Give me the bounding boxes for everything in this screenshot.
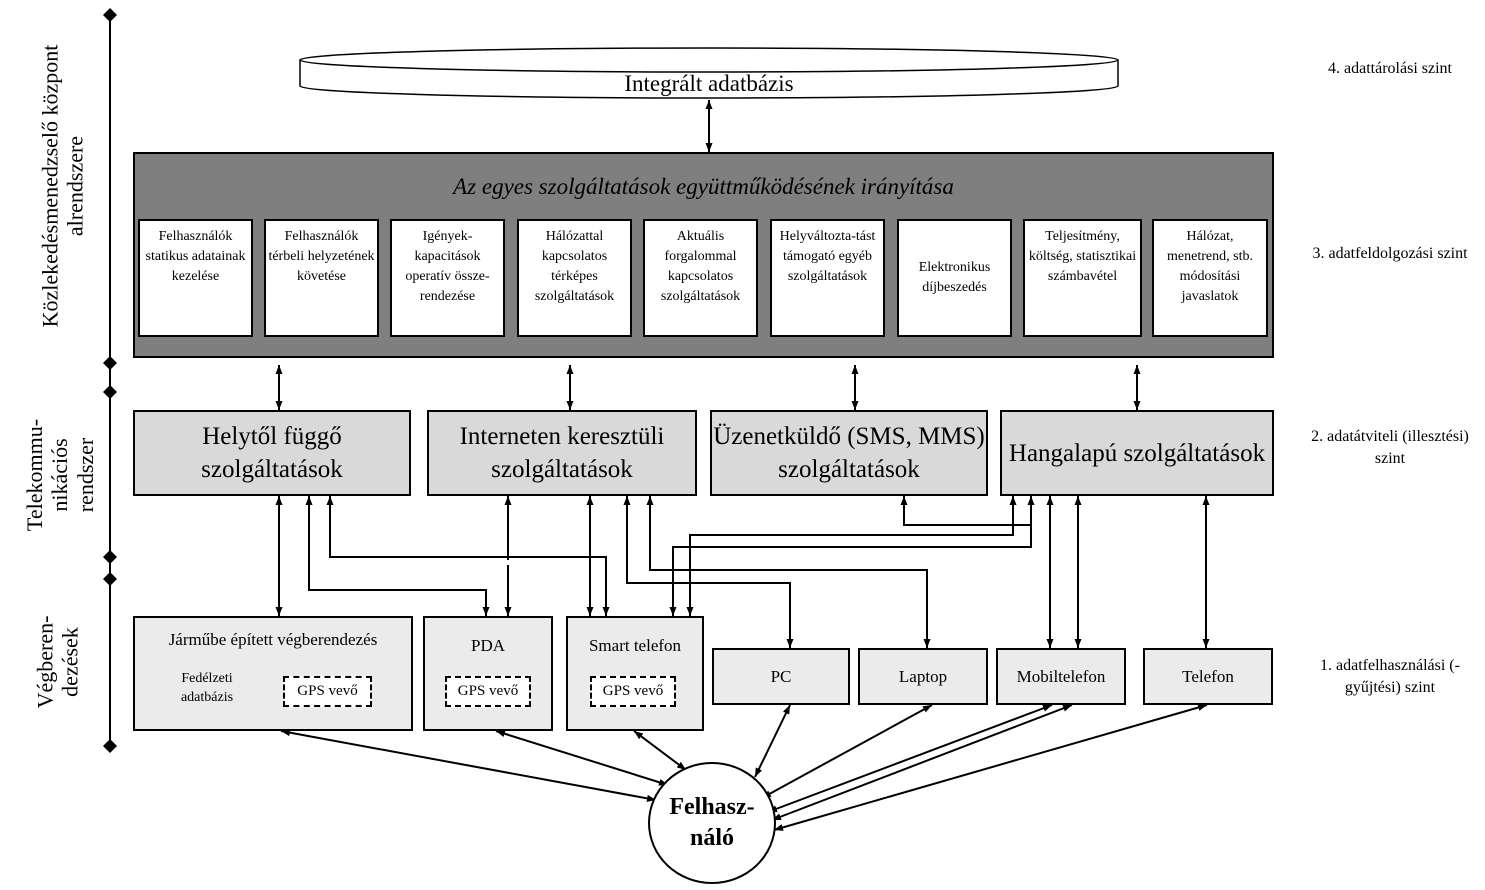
scale-diamond bbox=[103, 572, 117, 586]
control-center-title: Az egyes szolgáltatások együttműködéséne… bbox=[453, 174, 954, 199]
scale-diamond bbox=[103, 385, 117, 399]
laptop-box: Laptop bbox=[858, 648, 988, 705]
level-4-label: 4. adattárolási szint bbox=[1328, 60, 1452, 77]
service-box: Elektronikus díjbeszedés bbox=[897, 219, 1012, 337]
service-box: Felhasználók térbeli helyzetének követés… bbox=[264, 219, 379, 337]
voice-services-box: Hangalapú szolgáltatások bbox=[1000, 410, 1274, 496]
gps-receiver-vehicle: GPS vevő bbox=[283, 676, 372, 707]
service-box: Felhasználók statikus adatainak kezelése bbox=[138, 219, 253, 337]
gps-receiver-pda: GPS vevő bbox=[445, 676, 531, 707]
user-link-arrow bbox=[495, 730, 669, 786]
service-box: Teljesítmény, költség, statisztikai szám… bbox=[1023, 219, 1142, 337]
onboard-database-label: Fedélzeti adatbázis bbox=[180, 671, 234, 705]
link-arrow bbox=[669, 496, 1035, 616]
center-subsystem-label: Közlekedésmenedzselő központ alrendszere bbox=[37, 44, 88, 328]
scale-diamond bbox=[103, 550, 117, 564]
internet-services-box: Interneten keresztüli szolgáltatások bbox=[427, 410, 697, 496]
pda-box: PDA bbox=[423, 616, 553, 731]
smartphone-label: Smart telefon bbox=[588, 636, 682, 655]
database-label: Integrált adatbázis bbox=[624, 71, 794, 96]
telephone-box: Telefon bbox=[1143, 648, 1273, 705]
level-1-label: 1. adatfelhasználási (-gyűjtési) szint bbox=[1320, 657, 1460, 697]
devices-label: Végberen-dezések bbox=[32, 615, 83, 709]
user-link-arrow bbox=[280, 729, 657, 802]
service-box: Aktuális forgalommal kapcsolatos szolgál… bbox=[643, 219, 758, 337]
service-box: Hálózattal kapcsolatos térképes szolgált… bbox=[517, 219, 632, 337]
user-link-arrow bbox=[754, 704, 791, 778]
pda-label: PDA bbox=[470, 636, 505, 655]
pc-box: PC bbox=[712, 648, 850, 705]
link-arrow bbox=[326, 496, 610, 616]
scale-diamond bbox=[103, 356, 117, 370]
link-arrow bbox=[686, 496, 1017, 616]
level-3-label: 3. adatfeldolgozási szint bbox=[1312, 245, 1468, 262]
scale-diamond bbox=[103, 8, 117, 22]
link-arrow bbox=[900, 496, 1031, 526]
vehicle-device-box: Járműbe épített végberendezés bbox=[133, 616, 413, 731]
vehicle-device-label: Járműbe épített végberendezés bbox=[168, 630, 378, 649]
location-services-box: Helytől függő szolgáltatások bbox=[133, 410, 411, 496]
service-box: Helyváltozta-tást támogató egyéb szolgál… bbox=[770, 219, 885, 337]
user-link-arrow bbox=[767, 704, 1053, 813]
service-box: Hálózat, menetrend, stb. módosítási java… bbox=[1152, 219, 1268, 337]
messaging-services-box: Üzenetküldő (SMS, MMS) szolgáltatások bbox=[710, 410, 988, 496]
user-link-arrow bbox=[633, 730, 687, 771]
database-cylinder bbox=[299, 47, 1119, 99]
user-link-arrow bbox=[761, 704, 933, 799]
smartphone-box: Smart telefon bbox=[566, 616, 704, 731]
gps-receiver-smartphone: GPS vevő bbox=[590, 676, 676, 707]
user-circle: Felhasz-náló bbox=[648, 762, 776, 884]
user-link-arrow bbox=[773, 704, 1208, 831]
service-box: Igények-kapacitások operatív össze-rende… bbox=[390, 219, 505, 337]
scale-diamond bbox=[103, 739, 117, 753]
mobile-phone-box: Mobiltelefon bbox=[996, 648, 1126, 705]
telecom-system-label: Telekommu-nikációs rendszer bbox=[22, 418, 98, 532]
level-2-label: 2. adatátviteli (illesztési) szint bbox=[1311, 428, 1469, 468]
user-link-arrow bbox=[771, 704, 1073, 821]
